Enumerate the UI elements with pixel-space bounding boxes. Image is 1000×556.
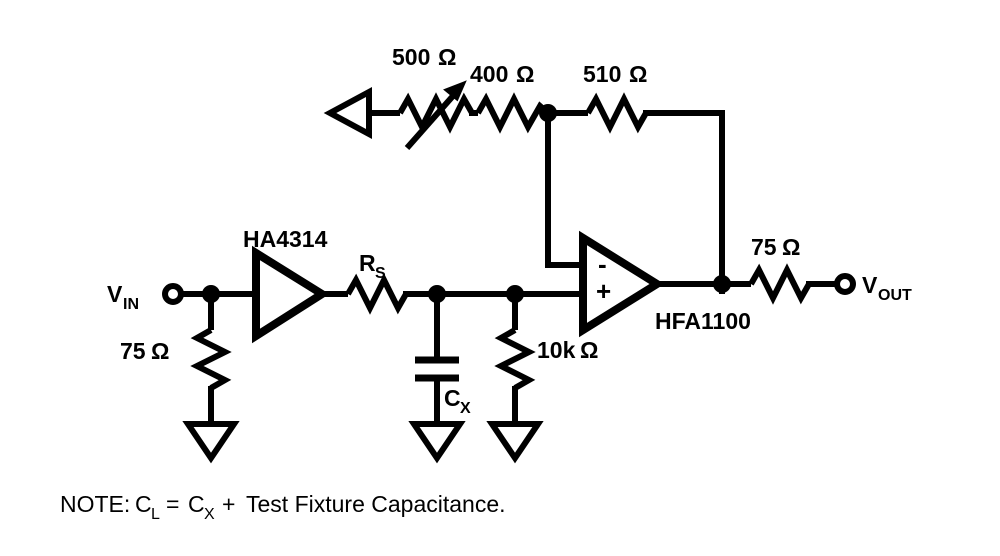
ground-symbol-10k [486, 421, 544, 464]
label-opamp-noninverting-sign: + [596, 276, 611, 306]
opamp-hfa1100 [579, 230, 665, 338]
label-r510-value: 510 [583, 61, 621, 87]
resistor-75-ohm-output [748, 263, 812, 305]
reference-triangle-icon [323, 86, 372, 140]
ground-symbol-input [182, 421, 240, 464]
buffer-ha4314 [252, 245, 330, 344]
label-r400-value: 400 [470, 61, 508, 87]
label-cx: C X [444, 385, 471, 417]
label-vout-main: V [862, 272, 878, 298]
label-r10k: 10k Ω [537, 337, 598, 363]
vout-terminal[interactable] [834, 273, 856, 295]
label-vin: V IN [107, 281, 139, 313]
ground-symbol-cx [408, 421, 466, 464]
label-r75-input: 75 Ω [120, 338, 169, 364]
label-cx-sub: X [460, 400, 471, 417]
label-r510-unit: Ω [629, 61, 647, 87]
wire-node-to-inverting-input [545, 113, 583, 268]
label-vin-main: V [107, 281, 123, 307]
label-buffer-part: HA4314 [243, 226, 328, 252]
label-r75-input-value: 75 [120, 338, 146, 364]
wire-r510-to-output-node [643, 110, 725, 294]
capacitor-cx [415, 294, 459, 424]
label-cx-main: C [444, 385, 461, 411]
resistor-rs [345, 273, 409, 315]
label-r75-output-unit: Ω [782, 234, 800, 260]
label-opamp-inverting-sign: - [598, 249, 607, 279]
note-line: NOTE: C L = C X + Test Fixture Capacitan… [60, 491, 506, 523]
label-pot-500-value: 500 [392, 44, 430, 70]
note-cx-sub: X [204, 506, 215, 523]
label-r400: 400 Ω [470, 61, 534, 87]
note-cx-main: C [188, 491, 205, 517]
label-r510: 510 Ω [583, 61, 647, 87]
label-rs-sub: S [375, 265, 386, 282]
note-cl-main: C [135, 491, 152, 517]
potentiometer-500-ohm [397, 80, 475, 150]
note-equals: = [166, 491, 179, 517]
label-opamp-part: HFA1100 [655, 308, 751, 334]
variable-arrow-shaft [404, 86, 463, 150]
resistor-400-ohm [475, 92, 550, 134]
resistor-75-ohm-input [190, 294, 232, 424]
label-r10k-value: 10k [537, 337, 576, 363]
label-vout: V OUT [862, 272, 912, 304]
label-pot-500-unit: Ω [438, 44, 456, 70]
label-r10k-unit: Ω [580, 337, 598, 363]
label-r75-input-unit: Ω [151, 338, 169, 364]
vin-terminal[interactable] [162, 283, 184, 305]
label-rs-main: R [359, 250, 376, 276]
resistor-10k-ohm [494, 294, 536, 424]
note-plus: + [222, 491, 235, 517]
label-vout-sub: OUT [878, 287, 912, 304]
note-tail: Test Fixture Capacitance. [246, 491, 506, 517]
label-r75-output-value: 75 [751, 234, 777, 260]
label-r75-output: 75 Ω [751, 234, 800, 260]
label-vin-sub: IN [123, 296, 139, 313]
variable-arrow-head-icon [443, 80, 467, 102]
label-pot-500-ohm: 500 Ω [392, 44, 456, 70]
label-rs: R S [359, 250, 386, 282]
resistor-510-ohm [585, 92, 649, 134]
note-cl-sub: L [151, 506, 160, 523]
label-r400-unit: Ω [516, 61, 534, 87]
note-prefix: NOTE: [60, 491, 130, 517]
